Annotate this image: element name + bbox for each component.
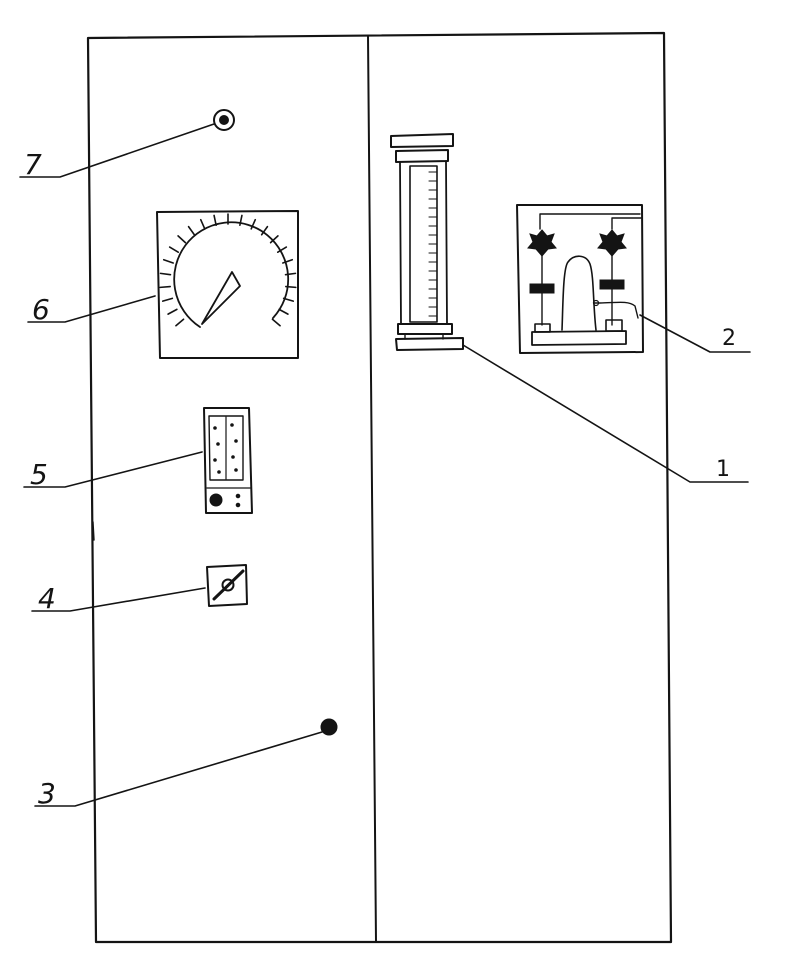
recorder-instrument	[203, 407, 253, 514]
gauge-tick	[187, 225, 196, 236]
gauge-ticks	[159, 213, 297, 327]
lamp-ring	[213, 109, 235, 131]
right-valve-body	[599, 279, 625, 290]
leader-line-5	[23, 451, 203, 488]
right-handwheel-icon[interactable]	[597, 229, 627, 257]
recorder-dot	[213, 426, 217, 430]
meter-right-rail	[445, 160, 448, 325]
recorder-frame	[203, 407, 253, 514]
leader-line-3	[34, 731, 323, 807]
leader-line-1	[462, 344, 749, 483]
dial-gauge	[156, 210, 299, 359]
leader-lines	[19, 123, 751, 807]
callout-6: 6	[32, 293, 50, 326]
rotary-switch[interactable]	[206, 564, 248, 607]
left-valve-body	[529, 283, 555, 294]
meter-left-rail	[399, 161, 402, 325]
recorder-dot	[230, 423, 234, 427]
gauge-tick	[276, 246, 288, 254]
meter-scale-ticks	[428, 171, 438, 317]
switch-handle	[212, 569, 245, 601]
valve-panel	[516, 204, 644, 354]
valve-top-pipe	[539, 213, 642, 230]
meter-top-flange	[395, 149, 449, 163]
gauge-tick	[168, 246, 180, 254]
gauge-tick	[285, 285, 297, 289]
gauge-tick	[167, 308, 178, 315]
recorder-chart-dots	[213, 423, 238, 474]
gauge-tick	[213, 214, 217, 227]
button-knob	[320, 718, 338, 736]
recorder-led-bottom	[235, 502, 241, 508]
gauge-tick	[269, 235, 279, 244]
meter-base	[395, 337, 464, 351]
callout-4: 4	[38, 582, 56, 615]
recorder-dot	[217, 470, 221, 474]
valve-panel-frame	[516, 204, 644, 354]
left-handwheel-icon[interactable]	[527, 229, 557, 257]
switch-plate	[206, 564, 248, 607]
cabinet	[86, 31, 673, 944]
callout-5: 5	[30, 458, 48, 491]
gauge-arc	[173, 221, 290, 328]
recorder-dot	[234, 468, 238, 472]
gauge-tick	[159, 285, 171, 289]
cabinet-outline	[86, 31, 673, 944]
lamp-center	[219, 115, 229, 125]
gauge-needle	[201, 271, 241, 325]
indicator-lamp[interactable]	[213, 109, 235, 131]
gauge-tick	[162, 258, 174, 264]
gauge-tick	[284, 272, 297, 276]
right-fitting	[605, 319, 623, 332]
gauge-tick	[250, 218, 257, 230]
leader-line-2	[639, 314, 751, 353]
gauge-tick	[199, 218, 206, 230]
gauge-tick	[239, 214, 243, 227]
callout-7: 7	[24, 148, 42, 181]
meter-tube	[409, 165, 438, 323]
recorder-window	[208, 415, 244, 481]
recorder-dot	[231, 455, 235, 459]
door-divider	[367, 35, 377, 943]
callout-2: 2	[722, 326, 736, 351]
gauge-tick	[175, 318, 185, 327]
valve-port-nozzle	[592, 299, 600, 307]
meter-bottom-flange	[397, 323, 453, 335]
meter-top-cap	[390, 133, 454, 148]
gauge-tick	[282, 297, 295, 302]
push-button[interactable]	[320, 718, 338, 736]
gauge-tick	[177, 235, 187, 244]
gauge-tick	[159, 272, 172, 276]
recorder-led-top	[235, 493, 241, 499]
gauge-tick	[278, 308, 289, 315]
switch-hub	[221, 578, 235, 592]
recorder-dot	[213, 458, 217, 462]
gauge-frame	[156, 210, 299, 359]
flow-meter	[390, 133, 464, 351]
callout-1: 1	[716, 457, 730, 482]
gauge-tick	[271, 318, 281, 327]
center-chamber	[561, 255, 597, 331]
door-seam-mark	[92, 521, 95, 541]
valve-side-port	[593, 301, 639, 319]
recorder-dot	[234, 439, 238, 443]
leader-line-6	[27, 295, 156, 323]
gauge-tick	[161, 297, 174, 302]
leader-line-4	[31, 587, 206, 612]
gauge-tick	[260, 225, 269, 236]
leader-line-7	[19, 123, 215, 178]
recorder-knob[interactable]	[209, 493, 223, 507]
callout-labels: 7 6 5 4 3 1 2	[24, 148, 736, 810]
valve-base-plate	[531, 330, 627, 346]
recorder-dot	[216, 442, 220, 446]
gauge-tick	[282, 258, 294, 264]
callout-3: 3	[38, 777, 56, 810]
